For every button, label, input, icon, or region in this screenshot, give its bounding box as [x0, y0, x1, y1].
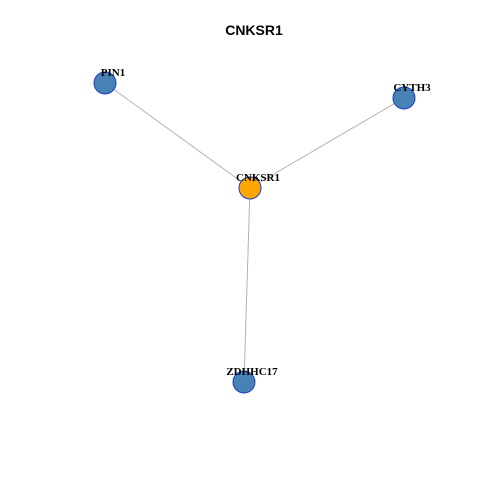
- edges-layer: [104, 82, 405, 383]
- edge-cnksr1-zdhhc17: [243, 187, 251, 383]
- edge-cnksr1-pin1: [104, 82, 251, 189]
- node-circle-pin1: [93, 71, 117, 95]
- node-cyth3: CYTH3: [392, 82, 431, 110]
- node-label-cnksr1: CNKSR1: [236, 172, 280, 184]
- node-label-pin1: PIN1: [101, 67, 125, 79]
- node-zdhhc17: ZDHHC17: [226, 366, 278, 394]
- node-pin1: PIN1: [93, 67, 125, 95]
- node-circle-zdhhc17: [232, 370, 256, 394]
- node-circle-cyth3: [392, 86, 416, 110]
- node-circle-cnksr1: [238, 176, 262, 200]
- node-cnksr1: CNKSR1: [236, 172, 280, 200]
- diagram-title: CNKSR1: [225, 22, 283, 38]
- node-label-cyth3: CYTH3: [393, 82, 431, 94]
- edge-cnksr1-cyth3: [249, 97, 405, 189]
- node-label-zdhhc17: ZDHHC17: [226, 366, 278, 378]
